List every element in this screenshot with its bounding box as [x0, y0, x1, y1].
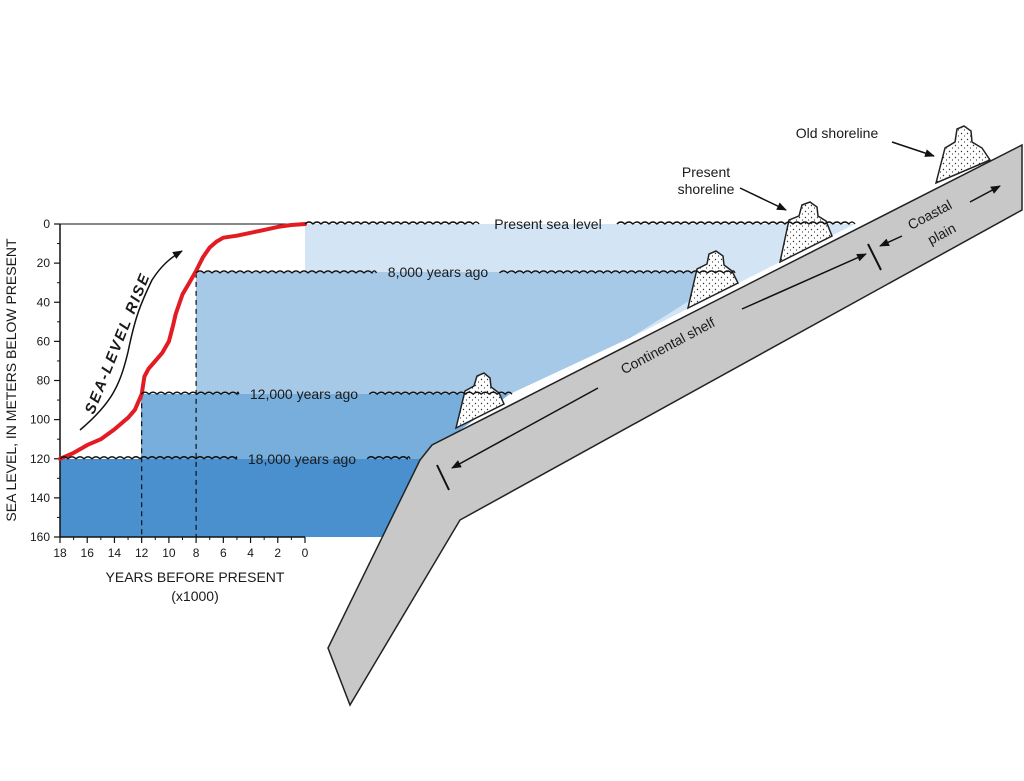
water-band-12000-left — [141, 394, 196, 459]
level-label-8000: 8,000 years ago — [388, 264, 489, 280]
x-axis-title: YEARS BEFORE PRESENT — [106, 569, 285, 585]
y-ticks: 0 20 40 60 80 100 120 140 160 — [30, 217, 60, 544]
y-tick-label: 20 — [37, 256, 51, 270]
present-shoreline-label-2: shoreline — [678, 181, 735, 197]
wave-line — [195, 270, 378, 274]
wave-line — [616, 221, 856, 225]
x-tick-label: 4 — [247, 546, 254, 560]
y-tick-label: 160 — [30, 530, 50, 544]
shelf-tick-left — [436, 464, 450, 491]
x-tick-label: 18 — [53, 546, 67, 560]
x-tick-label: 0 — [302, 546, 309, 560]
y-tick-label: 60 — [37, 334, 51, 348]
y-tick-label: 40 — [37, 295, 51, 309]
x-tick-label: 2 — [274, 546, 281, 560]
x-axis-units: (x1000) — [171, 588, 218, 604]
y-axis-title: SEA LEVEL, IN METERS BELOW PRESENT — [3, 238, 19, 522]
dunes — [454, 125, 992, 430]
wave-line — [59, 456, 238, 461]
sea-level-curve — [58, 222, 307, 461]
x-ticks: 18 16 14 12 10 8 6 4 2 0 — [53, 537, 309, 560]
shelf-arrow-right — [741, 253, 867, 310]
x-tick-label: 8 — [193, 546, 200, 560]
x-tick-label: 10 — [162, 546, 176, 560]
wave-line — [140, 391, 240, 396]
dashed-guides — [141, 272, 197, 537]
rise-arrow — [79, 250, 183, 431]
level-labels: Present sea level 8,000 years ago 12,000… — [248, 216, 602, 467]
wave-lines — [59, 221, 856, 461]
dune-12000 — [454, 372, 505, 430]
wave-line — [499, 270, 736, 275]
y-tick-label: 120 — [30, 452, 50, 466]
y-tick-label: 140 — [30, 491, 50, 505]
land-profile — [327, 143, 1023, 707]
dune-8000 — [686, 250, 740, 310]
dune-old-shoreline — [934, 125, 992, 185]
shelf-tick-right — [867, 243, 882, 271]
old-shoreline-pointer — [891, 141, 935, 157]
shelf-arrow-left — [451, 387, 599, 469]
y-tick-label: 0 — [43, 217, 50, 231]
dune-present-shoreline — [778, 201, 833, 264]
water-band-18000 — [60, 459, 420, 537]
water-band-8000-lower — [196, 338, 630, 394]
x-tick-label: 14 — [108, 546, 122, 560]
level-label-12000: 12,000 years ago — [250, 386, 358, 402]
present-shoreline-label-1: Present — [682, 164, 730, 180]
coastal-plain-arrow-right — [969, 185, 1001, 203]
water-band-12000 — [141, 394, 510, 459]
x-tick-label: 12 — [135, 546, 149, 560]
x-tick-label: 6 — [220, 546, 227, 560]
present-shoreline-pointer — [739, 187, 787, 211]
y-tick-label: 100 — [30, 413, 50, 427]
continental-crust — [327, 143, 1023, 707]
level-label-present: Present sea level — [494, 216, 601, 232]
coastal-plain-arrow-left — [879, 235, 903, 247]
wave-line — [368, 391, 513, 396]
level-label-18000: 18,000 years ago — [248, 451, 356, 467]
old-shoreline-label: Old shoreline — [796, 125, 879, 141]
water-band-8000 — [196, 272, 735, 338]
x-tick-label: 16 — [81, 546, 95, 560]
wave-line — [304, 221, 480, 225]
y-tick-label: 80 — [37, 374, 51, 388]
wave-line — [366, 456, 411, 460]
